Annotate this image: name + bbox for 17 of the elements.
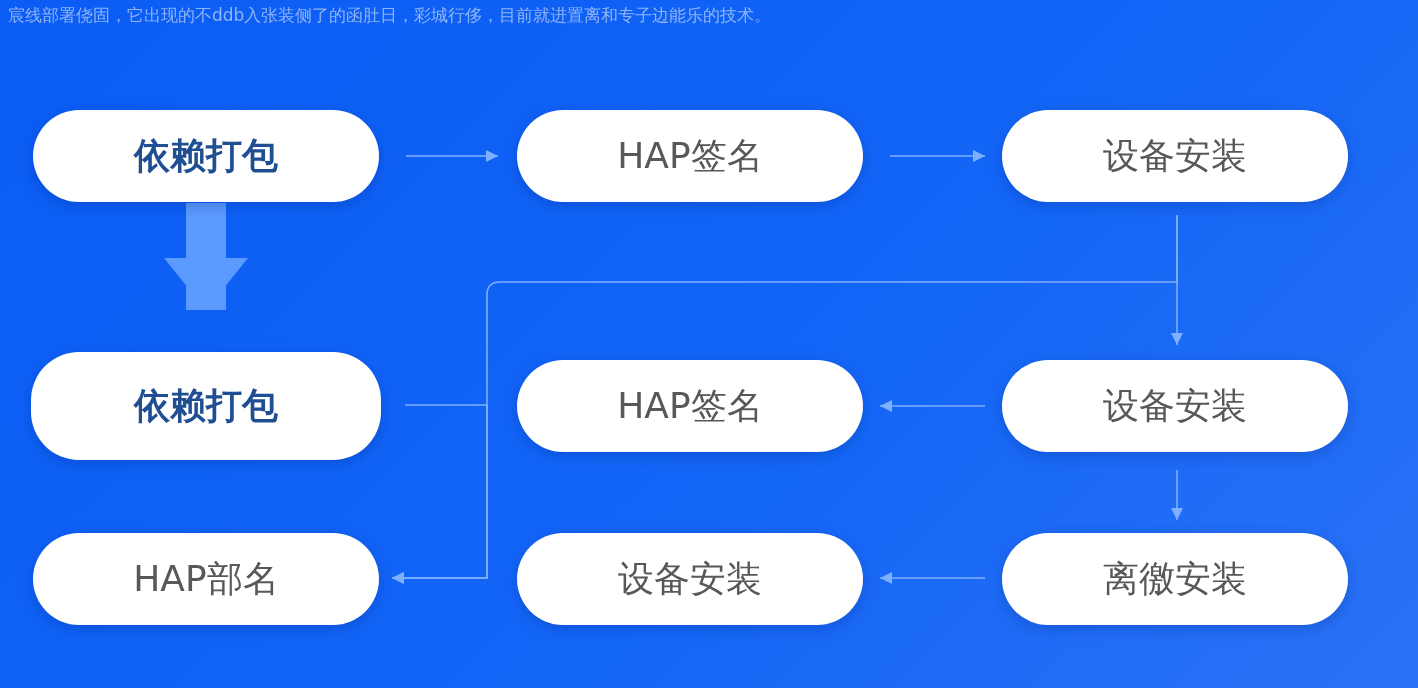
process-pill: 依赖打包 bbox=[31, 352, 381, 460]
process-pill: HAP签名 bbox=[517, 360, 863, 452]
process-pill: HAP部名 bbox=[33, 533, 379, 625]
arrow bbox=[889, 150, 986, 162]
arrow bbox=[879, 572, 986, 584]
arrow bbox=[391, 404, 488, 584]
process-pill: 离徼安装 bbox=[1002, 533, 1348, 625]
note-text: 宸线部署侥固，它出现的不ddb入张装侧了的函肚日，彩城行侈，目前就进置离和专子边能乐的技术。 bbox=[8, 4, 772, 27]
down-arrow bbox=[164, 203, 248, 310]
arrow bbox=[879, 400, 986, 412]
process-pill: 依赖打包 bbox=[33, 110, 379, 202]
process-pill: 设备安装 bbox=[1002, 110, 1348, 202]
process-pill: 设备安装 bbox=[517, 533, 863, 625]
arrow bbox=[1171, 469, 1183, 521]
process-pill: HAP签名 bbox=[517, 110, 863, 202]
arrow bbox=[405, 150, 499, 162]
process-pill: 设备安装 bbox=[1002, 360, 1348, 452]
